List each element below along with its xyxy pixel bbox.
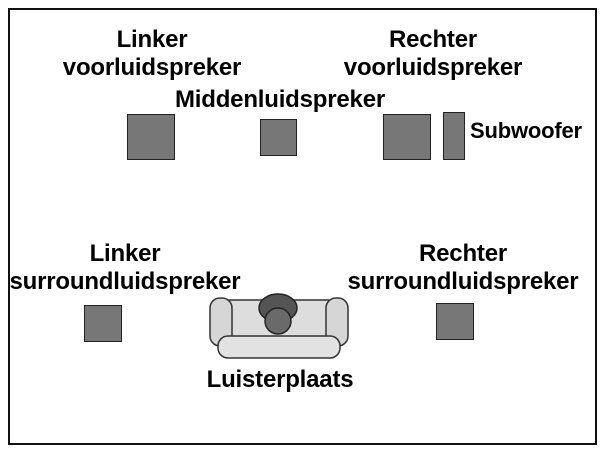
front-left-speaker-label: Linker voorluidspreker bbox=[52, 26, 252, 82]
surround-left-label-line2: surroundluidspreker bbox=[9, 268, 241, 295]
center-speaker-label: Middenluidspreker bbox=[158, 86, 402, 114]
front-right-speaker-label: Rechter voorluidspreker bbox=[332, 26, 534, 82]
surround-left-label-line1: Linker bbox=[89, 240, 161, 267]
sofa-front bbox=[217, 335, 341, 359]
front-right-label-line2: voorluidspreker bbox=[343, 54, 523, 81]
listening-position-label-text: Luisterplaats bbox=[206, 366, 354, 393]
surround-right-speaker bbox=[436, 303, 474, 340]
subwoofer-label: Subwoofer bbox=[470, 117, 600, 145]
front-left-speaker bbox=[127, 114, 175, 160]
listening-position-label: Luisterplaats bbox=[180, 366, 380, 394]
front-left-label-line2: voorluidspreker bbox=[62, 54, 242, 81]
listening-position-sofa bbox=[209, 293, 349, 359]
subwoofer-label-text: Subwoofer bbox=[470, 118, 582, 143]
front-right-speaker bbox=[383, 114, 431, 160]
surround-right-label-line2: surroundluidspreker bbox=[347, 268, 579, 295]
front-right-label-line1: Rechter bbox=[389, 26, 477, 53]
surround-left-speaker bbox=[84, 305, 122, 342]
surround-left-speaker-label: Linker surroundluidspreker bbox=[8, 240, 242, 296]
center-label-text: Middenluidspreker bbox=[175, 86, 385, 113]
subwoofer-speaker bbox=[443, 112, 465, 160]
room-outline bbox=[8, 8, 597, 445]
front-left-label-line1: Linker bbox=[116, 26, 188, 53]
surround-right-label-line1: Rechter bbox=[419, 240, 507, 267]
center-speaker bbox=[260, 119, 297, 156]
surround-right-speaker-label: Rechter surroundluidspreker bbox=[343, 240, 583, 296]
person-head bbox=[264, 307, 292, 335]
